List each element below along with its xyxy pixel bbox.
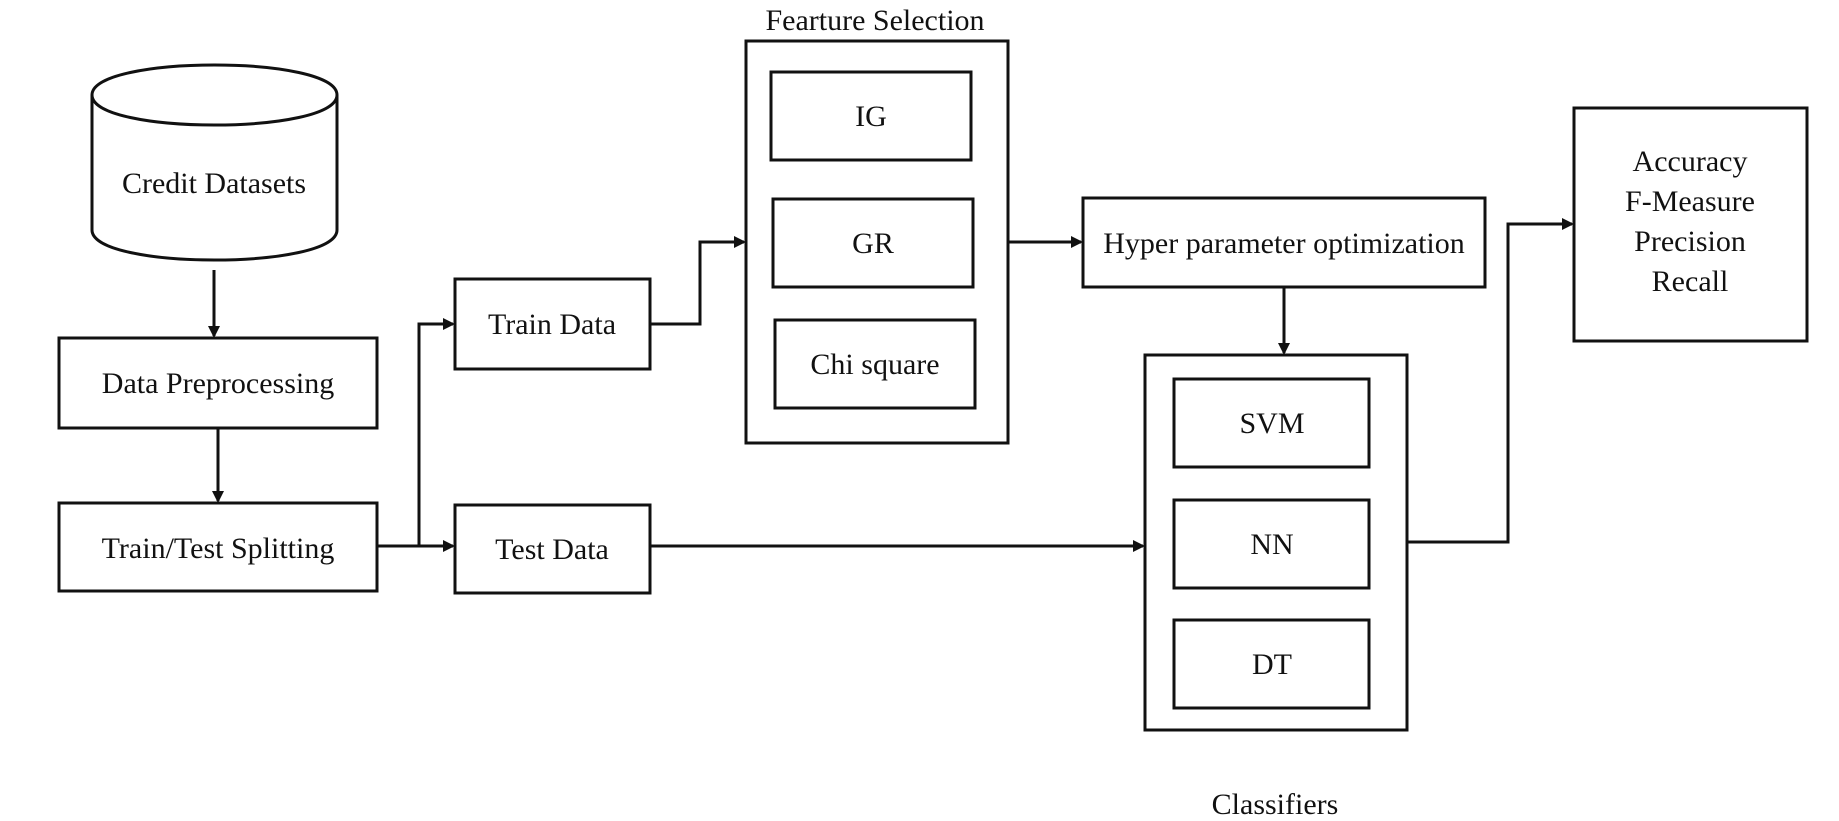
metric-recall: Recall — [1652, 265, 1729, 298]
data-preprocessing-node: Data Preprocessing — [57, 336, 379, 430]
data-preprocessing-label: Data Preprocessing — [102, 367, 334, 400]
classifiers-group: SVM NN DT Classifiers — [1143, 353, 1409, 821]
metric-f-measure: F-Measure — [1625, 185, 1755, 218]
ig-label: IG — [855, 100, 887, 133]
classifiers-title: Classifiers — [1212, 788, 1339, 821]
train-data-node: Train Data — [453, 277, 652, 371]
credit-datasets-label: Credit Datasets — [122, 167, 306, 200]
edge-splitting-to-train-data — [377, 318, 455, 548]
edge-classifiers-to-metrics — [1407, 218, 1574, 544]
train-data-label: Train Data — [488, 308, 616, 341]
train-test-splitting-node: Train/Test Splitting — [57, 501, 379, 593]
hyper-parameter-optimization-label: Hyper parameter optimization — [1103, 227, 1465, 260]
metric-precision: Precision — [1634, 225, 1746, 258]
test-data-label: Test Data — [495, 533, 609, 566]
chi-square-label: Chi square — [810, 348, 939, 381]
hyper-parameter-optimization-node: Hyper parameter optimization — [1081, 196, 1487, 289]
edge-train-data-to-feature-selection — [650, 236, 746, 326]
train-test-splitting-label: Train/Test Splitting — [102, 532, 335, 565]
metrics-node: Accuracy F-Measure Precision Recall — [1572, 106, 1809, 343]
svm-label: SVM — [1239, 407, 1304, 440]
credit-datasets-node: Credit Datasets — [90, 63, 339, 262]
dt-label: DT — [1252, 648, 1292, 681]
feature-selection-group: Fearture Selection IG GR Chi square — [744, 4, 1010, 445]
feature-selection-title: Fearture Selection — [765, 4, 984, 37]
metric-accuracy: Accuracy — [1633, 145, 1748, 178]
gr-label: GR — [852, 227, 894, 260]
test-data-node: Test Data — [453, 503, 652, 595]
nn-label: NN — [1250, 528, 1293, 561]
